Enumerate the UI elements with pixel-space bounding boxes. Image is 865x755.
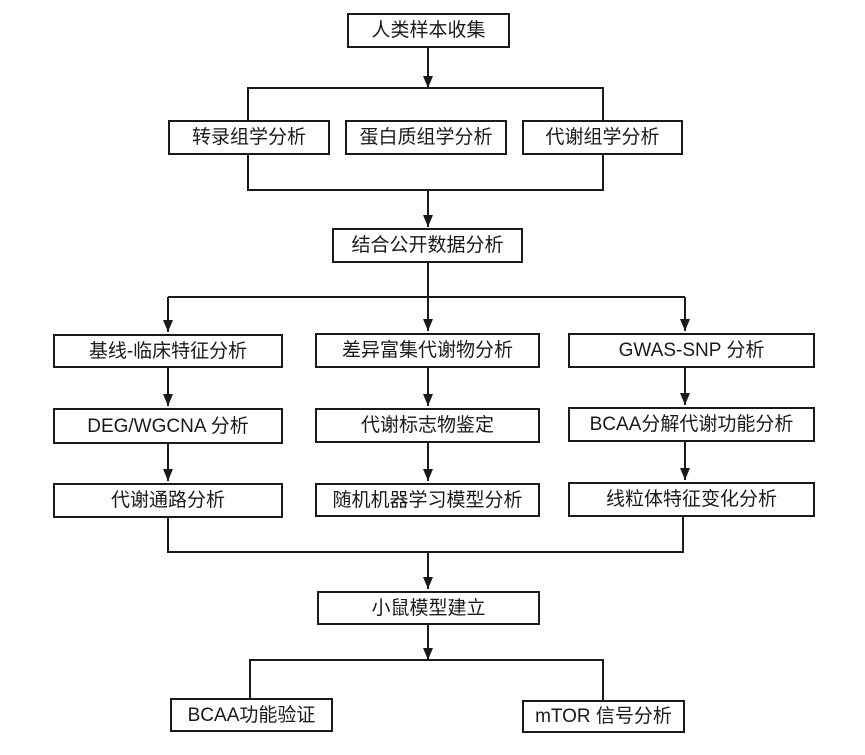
- node-gwas-snp-analysis: GWAS-SNP 分析: [568, 333, 815, 368]
- node-mouse-model-establishment: 小鼠模型建立: [317, 591, 540, 625]
- node-differential-metabolite-analysis: 差异富集代谢物分析: [315, 333, 540, 368]
- node-bcaa-catabolism-function-analysis: BCAA分解代谢功能分析: [568, 407, 815, 442]
- line-validation-split: [249, 659, 604, 700]
- node-public-data-integration: 结合公开数据分析: [332, 228, 523, 263]
- node-human-sample-collection: 人类样本收集: [347, 13, 510, 48]
- node-baseline-clinical-analysis: 基线-临床特征分析: [53, 334, 283, 368]
- node-metabolomics-analysis: 代谢组学分析: [522, 120, 683, 155]
- node-machine-learning-model-analysis: 随机机器学习模型分析: [315, 483, 540, 517]
- node-mitochondrial-feature-change-analysis: 线粒体特征变化分析: [568, 482, 815, 517]
- node-proteomics-analysis: 蛋白质组学分析: [345, 120, 507, 155]
- node-metabolic-pathway-analysis: 代谢通路分析: [53, 483, 283, 518]
- node-bcaa-function-validation: BCAA功能验证: [170, 698, 333, 732]
- node-mtor-signal-analysis: mTOR 信号分析: [522, 700, 685, 733]
- node-deg-wgcna-analysis: DEG/WGCNA 分析: [53, 408, 283, 444]
- line-omics-merge-bottom: [247, 155, 604, 191]
- node-metabolic-marker-identification: 代谢标志物鉴定: [315, 408, 540, 443]
- node-transcriptomics-analysis: 转录组学分析: [168, 120, 330, 155]
- line-columns-merge: [167, 517, 684, 553]
- line-omics-split-top: [247, 87, 604, 120]
